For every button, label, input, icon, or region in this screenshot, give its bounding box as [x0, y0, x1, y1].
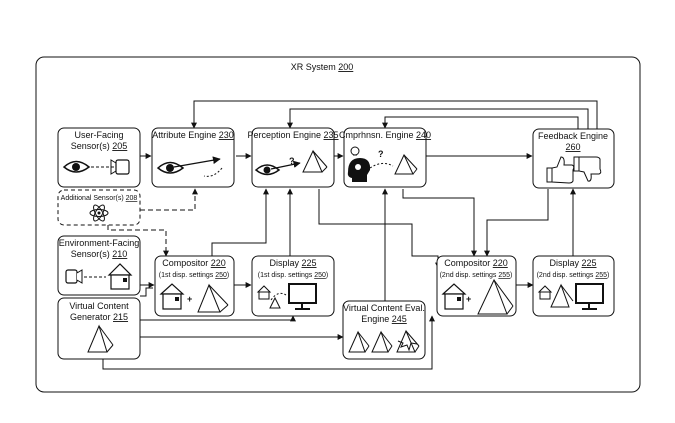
- box-attribute-engine: Attribute Engine 230: [151, 127, 235, 188]
- eye-icon: [254, 164, 281, 176]
- xr-system-title: XR System 200: [291, 62, 354, 72]
- comprehension-label: Cmprhnsn. Engine 240: [339, 130, 431, 140]
- arrow-feedback-attribute: [191, 100, 598, 129]
- house-icon: [107, 263, 133, 290]
- box-comprehension-engine: Cmprhnsn. Engine 240 ?: [339, 127, 431, 188]
- box-user-facing-sensors: User-Facing Sensor(s) 205: [57, 127, 141, 188]
- pyramid-icon: [371, 330, 393, 353]
- box-perception-engine: Perception Engine 235 ?: [247, 127, 339, 188]
- pyramid-icon: [302, 149, 328, 173]
- feedback-label-1: Feedback Engine: [538, 131, 608, 141]
- arrow-vcgen-compositor2: [102, 315, 435, 370]
- user-facing-label-2: Sensor(s) 205: [71, 141, 128, 151]
- box-display-2: Display 225 (2nd disp. settings 255): [532, 255, 615, 317]
- house-small-icon: [256, 285, 272, 300]
- user-facing-label-1: User-Facing: [74, 130, 123, 140]
- arrow-feedback-perception: [287, 108, 589, 129]
- vcgen-label-1: Virtual Content: [69, 301, 129, 311]
- compositor2-settings: (2nd disp. settings 255): [440, 272, 513, 279]
- arrow-feedback-compositor2: [484, 189, 549, 257]
- video-camera-icon: [65, 269, 83, 284]
- display2-settings: (2nd disp. settings 255): [537, 272, 610, 279]
- env-label-2: Sensor(s) 210: [71, 249, 128, 259]
- arrow-comprehension-compositor2: [402, 189, 477, 257]
- question-mark: ?: [378, 149, 384, 159]
- box-display-1: Display 225 (1st disp. settings 250): [251, 255, 335, 317]
- box-compositor-2: Compositor 220 (2nd disp. settings 255) …: [436, 255, 517, 317]
- arrow-additional-attribute: [140, 188, 198, 211]
- monitor-icon: [288, 283, 317, 310]
- box-feedback-engine: Feedback Engine 260: [532, 128, 615, 189]
- pyramid-small-icon: [269, 296, 281, 309]
- arrow-perception-compositor2: [318, 189, 441, 269]
- feedback-ref: 260: [565, 142, 580, 152]
- pyramid-icon: [394, 153, 418, 175]
- pyramid-icon: [87, 324, 114, 353]
- vcgen-label-2: Generator 215: [70, 312, 128, 322]
- eye-icon: [156, 161, 185, 174]
- compositor1-settings: (1st disp. settings 250): [159, 272, 229, 279]
- question-mark: ?: [289, 156, 295, 166]
- head-brain-icon: [347, 158, 371, 182]
- attribute-label: Attribute Engine 230: [152, 130, 234, 140]
- arrow-compositor1-perception: [211, 188, 269, 256]
- additional-label: Additional Sensor(s) 208: [61, 195, 138, 202]
- house-icon: [159, 283, 185, 310]
- arrow-feedback-comprehension: [382, 116, 579, 129]
- broken-pyramid-icon: [396, 329, 420, 353]
- compositor2-label: Compositor 220: [444, 258, 508, 268]
- gaze-arrow: [173, 156, 221, 168]
- lightbulb-icon: [350, 146, 360, 156]
- vceval-label-1: Virtual Content Eval.: [343, 303, 425, 313]
- perception-label: Perception Engine 235: [247, 130, 338, 140]
- box-compositor-1: Compositor 220 (1st disp. settings 250) …: [154, 255, 235, 317]
- env-label-1: Environment-Facing: [59, 238, 140, 248]
- house-icon: [441, 283, 467, 310]
- box-additional-sensors: Additional Sensor(s) 208: [57, 189, 141, 226]
- house-small-icon: [537, 285, 553, 300]
- sensor-camera-icon: [110, 159, 130, 175]
- plus-sign: +: [466, 294, 471, 304]
- xr-system-container: [35, 56, 641, 393]
- display2-label: Display 225: [549, 258, 596, 268]
- pyramid-icon: [348, 330, 370, 353]
- atom-icon: [89, 204, 109, 222]
- eye-icon: [62, 160, 91, 173]
- box-environment-facing-sensors: Environment-Facing Sensor(s) 210: [57, 235, 141, 296]
- arrow-vcgen-compositor1: [140, 287, 153, 297]
- pyramid-large-icon: [477, 278, 514, 315]
- connectors: [102, 100, 598, 370]
- plus-sign: +: [187, 294, 192, 304]
- pyramid-icon: [197, 283, 229, 313]
- box-virtual-content-generator: Virtual Content Generator 215: [57, 297, 141, 360]
- box-virtual-content-eval-engine: Virtual Content Eval. Engine 245: [342, 300, 426, 360]
- display1-label: Display 225: [269, 258, 316, 268]
- arrow-additional-compositor1: [107, 225, 169, 257]
- compositor1-label: Compositor 220: [162, 258, 226, 268]
- display1-settings: (1st disp. settings 250): [258, 272, 328, 279]
- monitor-icon: [575, 283, 604, 310]
- arrow-vcgen-display1: [140, 315, 296, 322]
- pyramid-icon: [550, 283, 574, 308]
- vceval-label-2: Engine 245: [361, 314, 407, 324]
- thumbs-down-icon: [573, 156, 602, 182]
